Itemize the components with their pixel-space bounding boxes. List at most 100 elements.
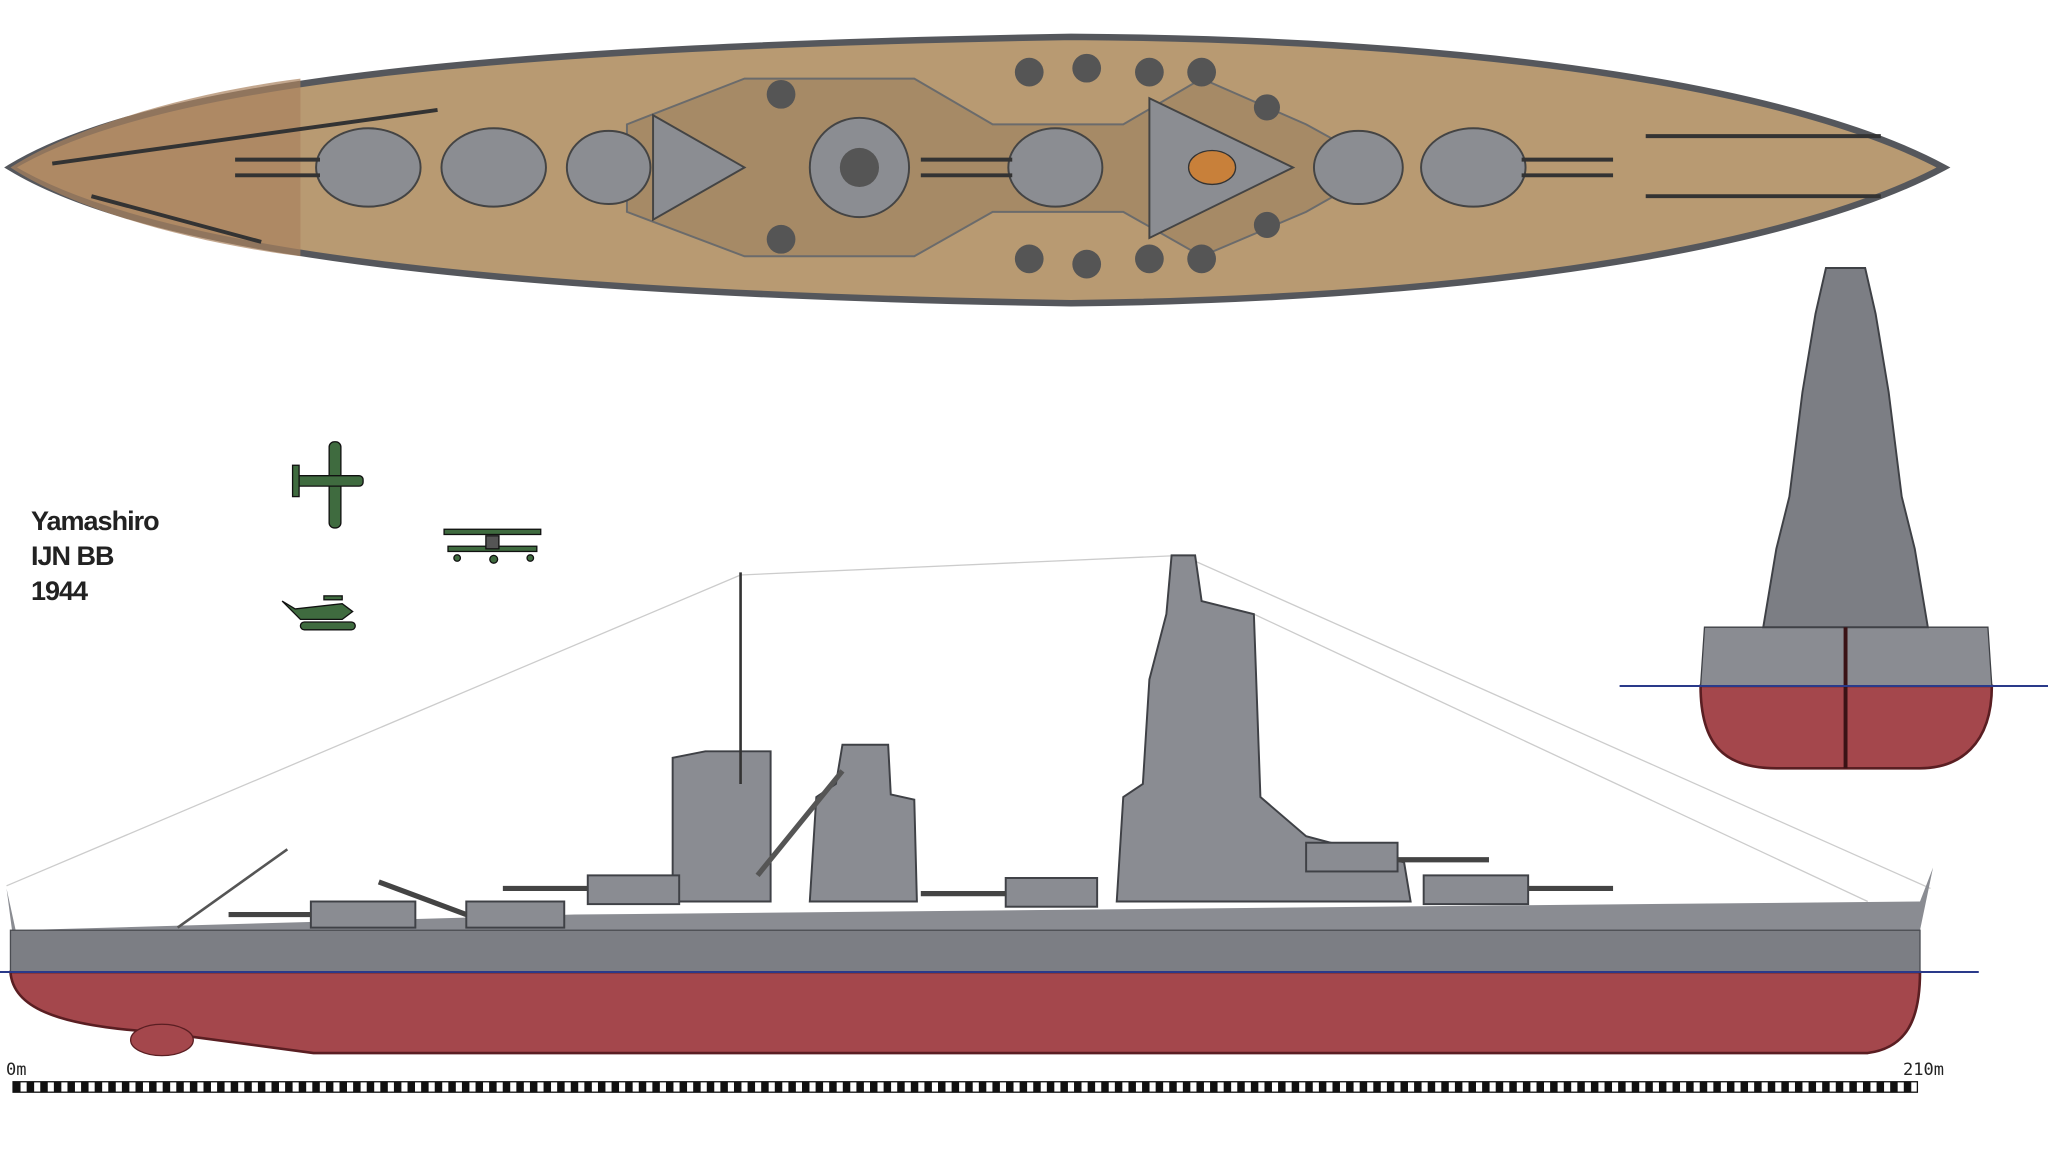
- scale-segment: [978, 1081, 987, 1093]
- scale-segment: [135, 1081, 143, 1093]
- scale-segment: [176, 1081, 184, 1093]
- scale-segment: [1373, 1081, 1381, 1093]
- hull-gray-band: [9, 929, 1921, 973]
- turret-4: [1007, 127, 1104, 208]
- scale-end-label: 210m: [1903, 1060, 1944, 1080]
- scale-segment: [774, 1081, 783, 1093]
- scale-segment: [1074, 1081, 1082, 1093]
- side-superstructure: [309, 554, 1530, 929]
- scale-segment: [1835, 1081, 1844, 1093]
- front-view: [1619, 267, 2048, 770]
- scale-segment: [1386, 1081, 1395, 1093]
- scale-segment: [1672, 1081, 1681, 1093]
- plan-bow-shade: [10, 78, 301, 257]
- scale-segment: [1169, 1081, 1177, 1093]
- scale-segment: [94, 1081, 103, 1093]
- scale-segment: [597, 1081, 606, 1093]
- hull-gray-topsides: [6, 867, 1934, 939]
- scale-segment: [13, 1081, 21, 1093]
- scale-segment: [325, 1081, 334, 1093]
- ship-name: Yamashiro: [31, 506, 160, 536]
- scale-segment: [1754, 1081, 1762, 1093]
- scale-segment: [965, 1081, 973, 1093]
- scale-segment: [883, 1081, 892, 1093]
- scale-segment: [1346, 1081, 1354, 1093]
- scale-segment: [1658, 1081, 1667, 1093]
- scale-segment: [1577, 1081, 1585, 1093]
- scale-segment: [1849, 1081, 1857, 1093]
- scale-segment: [489, 1081, 497, 1093]
- scale-segment: [1427, 1081, 1436, 1093]
- scale-segment: [951, 1081, 960, 1093]
- scale-segment: [1740, 1081, 1749, 1093]
- scale-segment: [502, 1081, 511, 1093]
- scale-segment: [679, 1081, 688, 1093]
- scale-segment: [516, 1081, 524, 1093]
- scale-segment: [1291, 1081, 1300, 1093]
- scale-segment: [1590, 1081, 1599, 1093]
- scale-segment: [461, 1081, 470, 1093]
- scale-segment: [733, 1081, 742, 1093]
- scale-segment: [1890, 1081, 1898, 1093]
- scale-segment: [1468, 1081, 1476, 1093]
- scale-segment: [529, 1081, 538, 1093]
- scale-segment: [1264, 1081, 1272, 1093]
- scale-segment: [842, 1081, 851, 1093]
- scale-segment: [271, 1081, 279, 1093]
- scale-segment: [1087, 1081, 1096, 1093]
- scale-segment: [652, 1081, 660, 1093]
- scale-segment: [815, 1081, 824, 1093]
- scale-segment: [625, 1081, 633, 1093]
- side-gun-barrels: [228, 857, 1614, 918]
- scale-segment: [557, 1081, 565, 1093]
- scale-segment: [230, 1081, 239, 1093]
- scale-segment: [1210, 1081, 1218, 1093]
- plan-aa-mounts: [766, 53, 1280, 279]
- scale-segment: [1536, 1081, 1545, 1093]
- scale-segment: [1604, 1081, 1613, 1093]
- turret-b: [465, 900, 566, 929]
- scale-segment: [1522, 1081, 1531, 1093]
- scale-segment: [1767, 1081, 1776, 1093]
- scale-segment: [1414, 1081, 1422, 1093]
- scale-segment: [665, 1081, 674, 1093]
- scale-segment: [1305, 1081, 1313, 1093]
- turret-a: [309, 900, 417, 929]
- plan-gun-barrels: [51, 108, 1881, 244]
- scale-segment: [108, 1081, 116, 1093]
- scale-segment: [1781, 1081, 1789, 1093]
- turret-c: [586, 874, 681, 906]
- scale-segment: [720, 1081, 728, 1093]
- scale-segment: [421, 1081, 429, 1093]
- scale-segment: [81, 1081, 89, 1093]
- scale-segment: [1713, 1081, 1721, 1093]
- aircraft-topdown: [291, 441, 364, 529]
- rigging-lines: [6, 554, 1931, 903]
- scale-segment: [1278, 1081, 1286, 1093]
- scale-segment: [870, 1081, 878, 1093]
- scale-segment: [393, 1081, 402, 1093]
- scale-segment: [1495, 1081, 1504, 1093]
- scale-segment: [1726, 1081, 1735, 1093]
- ship-year: 1944: [31, 576, 88, 606]
- scale-segment: [162, 1081, 171, 1093]
- scale-segment: [992, 1081, 1000, 1093]
- turret-2: [440, 127, 547, 208]
- scale-segment: [366, 1081, 375, 1093]
- scale-segment: [257, 1081, 266, 1093]
- aircraft-floatplane: [281, 595, 356, 631]
- scale-segment: [1794, 1081, 1803, 1093]
- mainmast-structure: [671, 750, 772, 903]
- scale-segment: [856, 1081, 864, 1093]
- turret-3: [565, 129, 652, 206]
- scale-segment: [339, 1081, 347, 1093]
- scale-segment: [244, 1081, 252, 1093]
- scale-segment: [448, 1081, 456, 1093]
- scale-segment: [189, 1081, 198, 1093]
- rudder: [129, 1023, 194, 1057]
- scale-segment: [149, 1081, 157, 1093]
- scale-segment: [1019, 1081, 1028, 1093]
- scale-segment: [1563, 1081, 1572, 1093]
